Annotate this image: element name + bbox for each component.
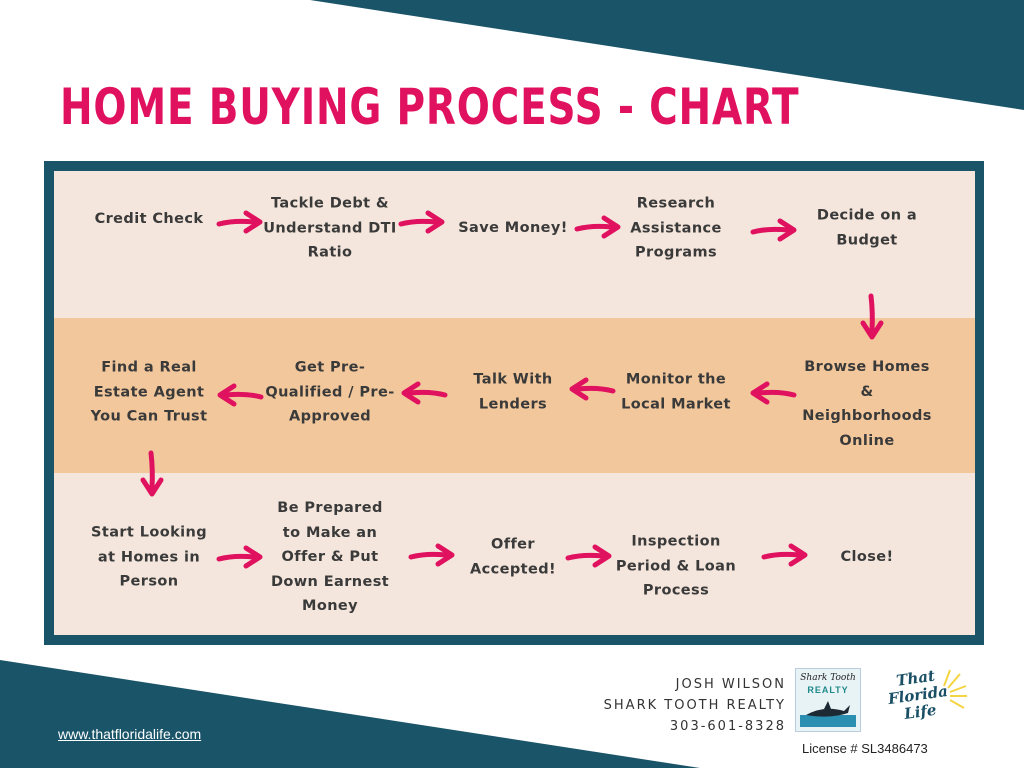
process-row-1 xyxy=(54,171,975,318)
step-monitor-market: Monitor the Local Market xyxy=(621,371,731,413)
right-arrow-icon xyxy=(574,212,624,242)
page-title: HOME BUYING PROCESS - CHART xyxy=(60,78,800,136)
that-florida-life-logo: That Florida Life xyxy=(868,662,968,734)
step-talk-lenders: Talk With Lenders xyxy=(473,371,553,413)
step-credit-check: Credit Check xyxy=(94,210,204,227)
right-arrow-icon xyxy=(750,215,800,245)
down-arrow-icon xyxy=(137,450,167,500)
step-save-money: Save Money! xyxy=(458,219,568,236)
right-arrow-icon xyxy=(565,541,615,571)
right-arrow-icon xyxy=(216,207,266,237)
right-arrow-icon xyxy=(761,540,811,570)
right-arrow-icon xyxy=(216,542,266,572)
sun-icon xyxy=(943,669,967,709)
step-find-agent: Find a Real Estate Agent You Can Trust xyxy=(90,359,208,425)
phone-number: 303-601-8328 xyxy=(669,719,786,734)
left-arrow-icon xyxy=(214,380,264,410)
left-arrow-icon xyxy=(747,378,797,408)
logo-realty-text: REALTY xyxy=(807,685,849,695)
step-start-looking: Start Looking at Homes in Person xyxy=(91,524,207,590)
left-arrow-icon xyxy=(398,378,448,408)
down-arrow-icon xyxy=(857,293,887,343)
website-link[interactable]: www.thatfloridalife.com xyxy=(58,726,202,742)
process-row-2 xyxy=(54,318,975,473)
step-browse-homes: Browse Homes & Neighborhoods Online xyxy=(802,359,932,449)
step-inspection-loan: Inspection Period & Loan Process xyxy=(615,533,737,599)
company-name: SHARK TOOTH REALTY xyxy=(603,698,786,713)
step-close: Close! xyxy=(840,548,894,565)
left-arrow-icon xyxy=(566,374,616,404)
agent-contact: JOSH WILSON SHARK TOOTH REALTY 303-601-8… xyxy=(604,674,786,737)
right-arrow-icon xyxy=(408,540,458,570)
step-decide-budget: Decide on a Budget xyxy=(816,207,918,249)
right-arrow-icon xyxy=(398,207,448,237)
logo-shark-tooth-text: Shark Tooth xyxy=(800,673,856,683)
process-row-3 xyxy=(54,473,975,635)
step-pre-qualified: Get Pre-Qualified / Pre-Approved xyxy=(265,359,395,425)
step-prepare-offer: Be Prepared to Make an Offer & Put Down … xyxy=(270,499,390,614)
step-offer-accepted: Offer Accepted! xyxy=(470,536,556,578)
shark-icon xyxy=(800,701,856,727)
step-tackle-debt: Tackle Debt & Understand DTI Ratio xyxy=(263,195,397,261)
step-research-assistance: Research Assistance Programs xyxy=(630,195,722,261)
agent-name: JOSH WILSON xyxy=(675,677,786,692)
shark-tooth-realty-logo: Shark Tooth REALTY xyxy=(795,668,861,732)
license-number: License # SL3486473 xyxy=(802,741,928,756)
